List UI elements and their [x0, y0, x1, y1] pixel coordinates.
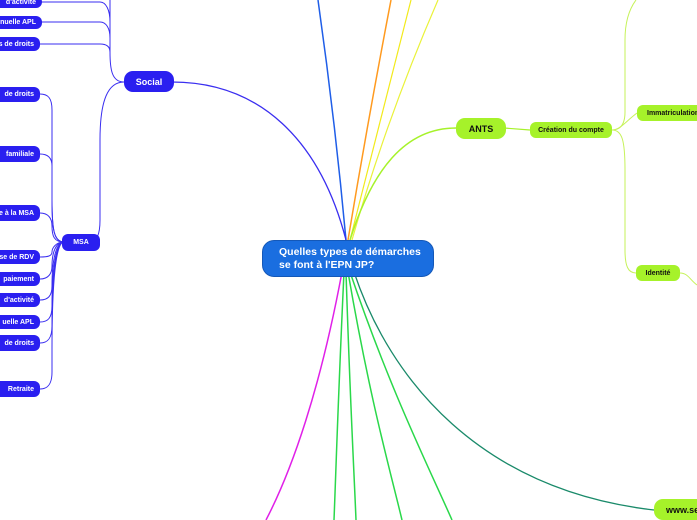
- social-item-apl[interactable]: nuelle APL: [0, 16, 42, 29]
- social-item-activite[interactable]: d'activité: [0, 0, 42, 8]
- msa-item-activite[interactable]: d'activité: [0, 293, 40, 307]
- msa-item-adhesion[interactable]: e à la MSA: [0, 205, 40, 221]
- topic-social[interactable]: Social: [124, 71, 174, 92]
- topic-msa[interactable]: MSA: [62, 234, 100, 251]
- ants-identite[interactable]: Identité: [636, 265, 680, 281]
- ants-immatriculation[interactable]: Immatriculation: [637, 105, 697, 121]
- msa-item-apl[interactable]: uelle APL: [0, 315, 40, 329]
- msa-item-retraite[interactable]: Retraite: [0, 381, 40, 397]
- msa-item-droits[interactable]: de droits: [0, 87, 40, 102]
- topic-ants[interactable]: ANTS: [456, 118, 506, 139]
- social-item-droits[interactable]: s de droits: [0, 37, 40, 51]
- msa-item-paiement[interactable]: paiement: [0, 272, 40, 286]
- msa-item-familiale[interactable]: familiale: [0, 146, 40, 162]
- central-topic[interactable]: Quelles types de démarches se font à l'E…: [262, 240, 434, 277]
- msa-item-droits-2[interactable]: de droits: [0, 335, 40, 351]
- topic-website[interactable]: www.se: [654, 499, 697, 520]
- msa-item-rdv[interactable]: se de RDV: [0, 250, 40, 264]
- ants-creation-compte[interactable]: Création du compte: [530, 122, 612, 138]
